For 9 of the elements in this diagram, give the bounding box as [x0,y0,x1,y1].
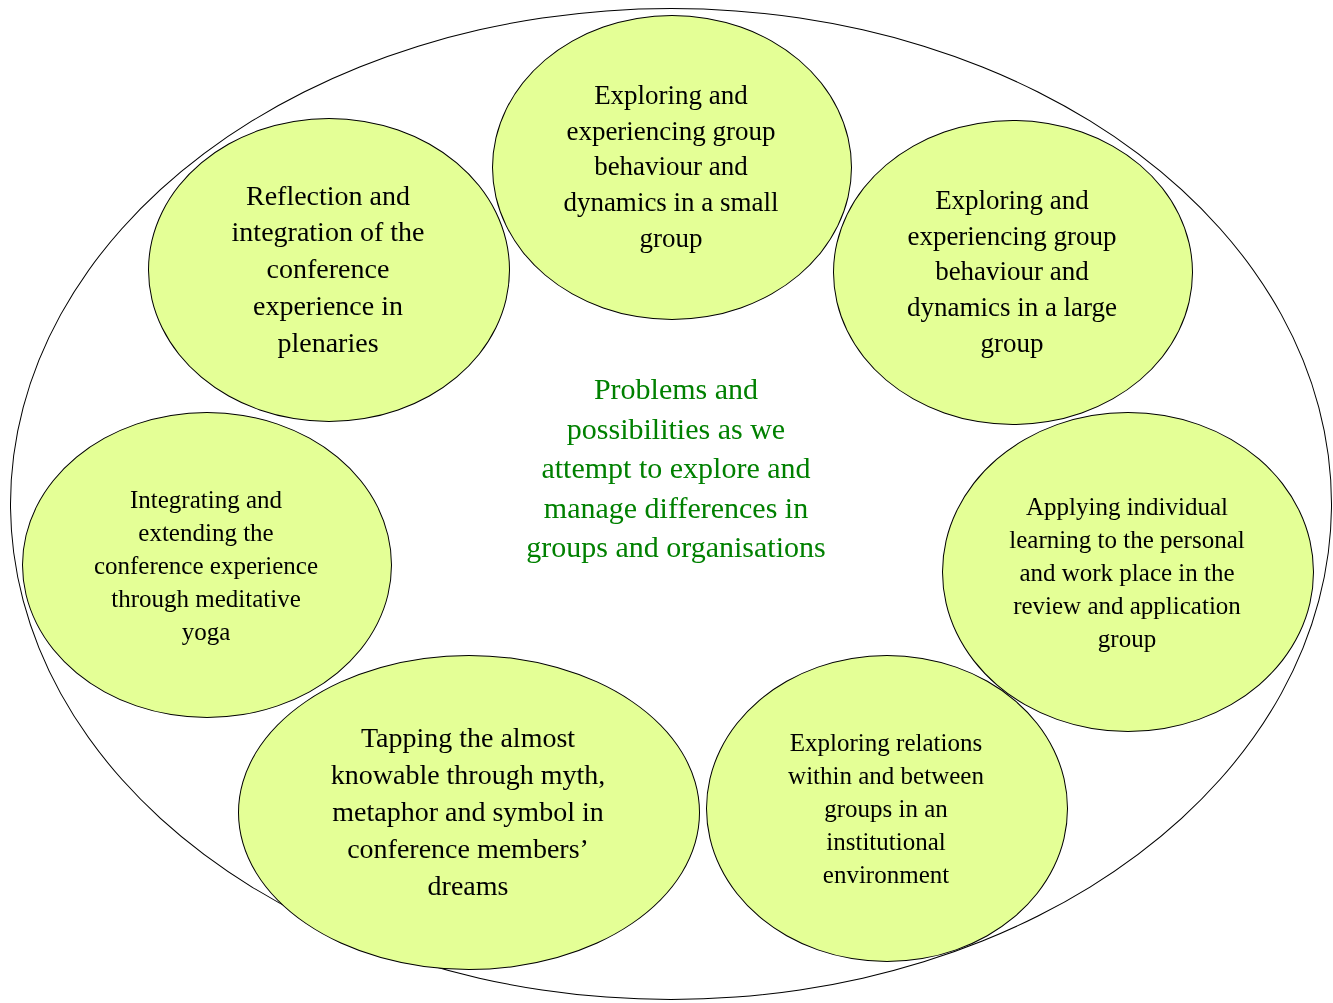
topic-text: Applying individual learning to the personal and work place in the review and application group [1008,491,1246,654]
central-theme-text: Problems and possibilities as we attempt to explore and manage differences in groups and organisations [525,371,827,566]
topic-text: Reflection and integration of the conference experience in plenaries [230,178,426,360]
topic-text: Exploring relations within and between groups in an institutional environment [787,727,985,890]
topic-text: Tapping the almost knowable through myth, metaphor and symbol in conference members’ dreams [329,720,607,903]
topic-text: Integrating and extending the conference experience through meditative yoga [92,484,320,647]
topic-text: Exploring and experiencing group behaviour and dynamics in a large group [905,183,1119,360]
outer-ellipse [10,8,1332,1000]
topic-text: Exploring and experiencing group behaviour and dynamics in a small group [562,78,780,255]
